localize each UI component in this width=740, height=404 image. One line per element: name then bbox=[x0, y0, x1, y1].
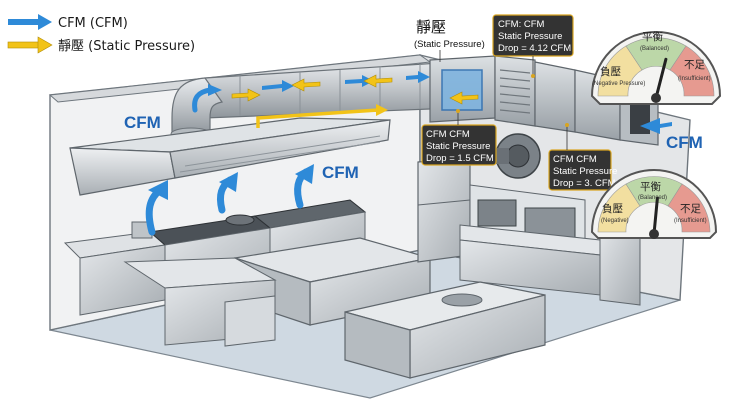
gauge-1-needle bbox=[654, 57, 668, 100]
callout-1-line-2: Static Pressure bbox=[498, 31, 562, 42]
damper-box bbox=[534, 61, 576, 133]
fan-motor-hub bbox=[506, 144, 530, 168]
intake-arrow bbox=[640, 118, 672, 134]
static-pressure-arrows bbox=[231, 74, 479, 128]
duct-static-subtitle: (Static Pressure) bbox=[414, 39, 485, 50]
louver-slats bbox=[499, 69, 531, 114]
duct-elbow-arrow-head bbox=[208, 84, 222, 96]
gauge-2-zone-insufficient bbox=[667, 183, 711, 233]
callout-3-line-2: Static Pressure bbox=[553, 166, 617, 177]
hood-filters bbox=[179, 135, 381, 173]
gauge-1-center-sub: (Balanced) bbox=[640, 46, 669, 52]
gauge-2-right-label: 不足 bbox=[680, 203, 701, 215]
gauge-1-right-sub: (Insufficient) bbox=[678, 76, 711, 82]
gauge-2-center-sub: (Balanced) bbox=[638, 195, 667, 201]
duct-static-title: 靜壓 bbox=[416, 18, 446, 36]
gauge-1-zone-insufficient bbox=[669, 45, 715, 97]
cfm-marker-duct: CFM bbox=[124, 113, 161, 132]
exhaust-airflow-arrows bbox=[145, 71, 672, 236]
callout-2-line-1: CFM CFM bbox=[426, 129, 470, 140]
sink-basin bbox=[441, 293, 483, 307]
callout-2-line-3: Drop = 1.5 CFM bbox=[426, 153, 494, 164]
microwave bbox=[477, 199, 517, 227]
hood-side bbox=[169, 119, 391, 179]
kitchen-equipment bbox=[63, 157, 641, 379]
sp-arrow-1 bbox=[231, 88, 261, 102]
callout-motor-drop: CFM CFM Static Pressure Drop = 3. CFM bbox=[548, 123, 617, 191]
sp-hood-line-head bbox=[376, 104, 388, 116]
sp-hood-line bbox=[256, 108, 379, 128]
gauge-2-center-label: 平衡 bbox=[640, 181, 661, 193]
gauge-1-left-label: 負壓 bbox=[600, 66, 621, 78]
gauge-2-needle bbox=[652, 196, 659, 236]
duct-arrow-blue-3 bbox=[406, 71, 430, 83]
main-duct bbox=[204, 61, 456, 119]
gauge-1-right-label: 不足 bbox=[684, 59, 705, 71]
gauge-2-left-label: 負壓 bbox=[602, 203, 623, 215]
sp-arrow-3 bbox=[363, 74, 393, 88]
gauge-1-pivot bbox=[651, 93, 661, 103]
sink-counter-side bbox=[344, 311, 411, 379]
pressure-gauge-top: 負壓 (Negative Pressure) 平衡 (Balanced) 不足 … bbox=[590, 31, 722, 105]
callout-3-line-1: CFM CFM bbox=[553, 154, 597, 165]
callout-2-line-2: Static Pressure bbox=[426, 141, 490, 152]
cfm-marker-hood: CFM bbox=[322, 163, 359, 182]
cfm-marker-outside: CFM bbox=[666, 133, 703, 152]
legend: CFM (CFM) 靜壓 (Static Pressure) bbox=[7, 14, 195, 54]
fan-motor-body bbox=[495, 148, 509, 164]
callout-3-line-3: Drop = 3. CFM bbox=[553, 178, 616, 189]
wok bbox=[225, 214, 255, 226]
duct-arrow-blue-2 bbox=[345, 75, 374, 87]
callout-1-line-3: Drop = 4.12 CFM bbox=[498, 43, 571, 54]
sp-arrow-4 bbox=[449, 91, 479, 105]
hood-arrow-2-head bbox=[219, 172, 238, 192]
callout-hood-drop: CFM CFM Static Pressure Drop = 1.5 CFM bbox=[421, 109, 497, 166]
gauge-1-left-sub: (Negative Pressure) bbox=[592, 81, 645, 87]
louver-box bbox=[494, 55, 536, 127]
prep-cart bbox=[224, 295, 276, 347]
exhaust-hood bbox=[69, 117, 391, 196]
hood-arrow-3-head bbox=[295, 164, 314, 184]
legend-static-label: 靜壓 (Static Pressure) bbox=[58, 39, 195, 54]
sp-arrow-2 bbox=[291, 78, 321, 92]
pressure-gauge-bottom: 負壓 (Negative) 平衡 (Balanced) 不足 (Insuffic… bbox=[590, 169, 718, 239]
gauge-2-right-sub: (Insufficient) bbox=[674, 218, 707, 224]
gauge-1-center-label: 平衡 bbox=[642, 31, 663, 43]
legend-static-arrow bbox=[7, 36, 53, 54]
gauge-2-left-sub: (Negative) bbox=[601, 218, 629, 224]
legend-cfm-label: CFM (CFM) bbox=[58, 16, 128, 31]
hood-arrow-1-head bbox=[148, 180, 168, 200]
duct-arrow-blue-1 bbox=[262, 80, 294, 92]
legend-cfm-arrow bbox=[8, 14, 52, 30]
gauge-2-pivot bbox=[649, 229, 659, 239]
duct-elbow-arrow bbox=[192, 87, 213, 113]
callout-1-line-1: CFM: CFM bbox=[498, 19, 545, 30]
refrigerator-seam bbox=[417, 199, 471, 206]
callout-fan-drop: CFM: CFM Static Pressure Drop = 4.12 CFM bbox=[492, 14, 574, 78]
